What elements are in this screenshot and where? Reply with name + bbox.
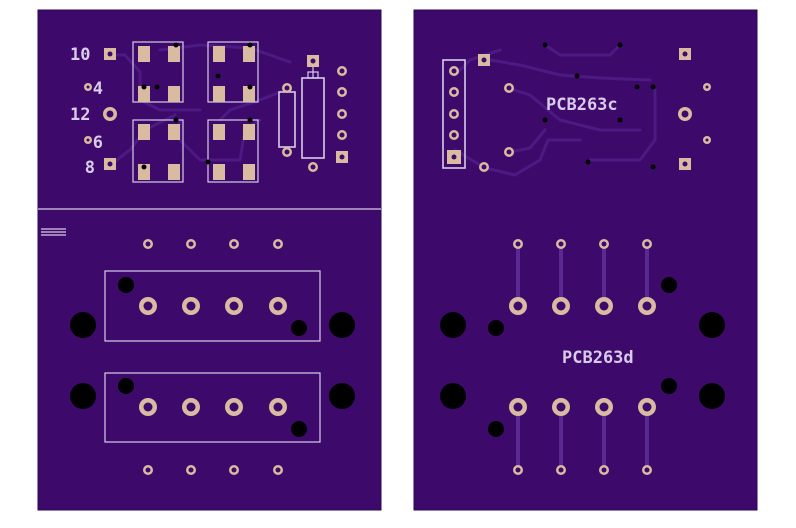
smd-component-1 <box>132 41 184 103</box>
left-header-pads <box>84 48 117 170</box>
mount-hole <box>699 383 725 409</box>
right-connector-1 <box>488 277 677 336</box>
right-traces <box>453 43 657 177</box>
smd-component-3 <box>132 119 184 183</box>
connector-2 <box>104 372 321 443</box>
right-header <box>442 59 466 169</box>
board-label-bottom: PCB263d <box>562 348 634 368</box>
right-connector-2 <box>488 378 677 437</box>
left-vias <box>141 42 253 170</box>
mount-hole <box>440 312 466 338</box>
resistor-2 <box>301 55 325 172</box>
right-board: PCB263c PCB263d <box>413 9 758 511</box>
pin-label-8: 8 <box>85 158 95 178</box>
mount-hole <box>440 383 466 409</box>
mount-hole <box>699 312 725 338</box>
right-bottom-traces <box>516 242 649 472</box>
pin-label-4: 4 <box>93 79 103 99</box>
left-top-pad-row <box>143 239 283 249</box>
mount-hole <box>329 312 355 338</box>
mount-hole <box>329 383 355 409</box>
fiducial-marker <box>41 228 66 236</box>
right-top-pad-row <box>513 239 652 249</box>
connector-1 <box>104 270 321 342</box>
mount-hole <box>70 383 96 409</box>
resistor-1 <box>278 83 296 157</box>
mount-hole <box>70 312 96 338</box>
right-board-substrate <box>413 9 758 511</box>
left-bottom-pad-row <box>143 465 283 475</box>
right-bottom-pad-row <box>513 465 652 475</box>
right-vias <box>542 42 656 170</box>
board-label-top: PCB263c <box>546 95 618 115</box>
smd-component-2 <box>207 41 259 103</box>
pin-label-10: 10 <box>70 45 90 65</box>
right-top-pads <box>478 48 711 172</box>
left-board: 10 4 12 6 8 <box>37 9 382 511</box>
pin-label-6: 6 <box>93 133 103 153</box>
smd-component-4 <box>207 119 259 183</box>
pin-label-12: 12 <box>70 105 90 125</box>
left-right-header <box>336 66 348 163</box>
